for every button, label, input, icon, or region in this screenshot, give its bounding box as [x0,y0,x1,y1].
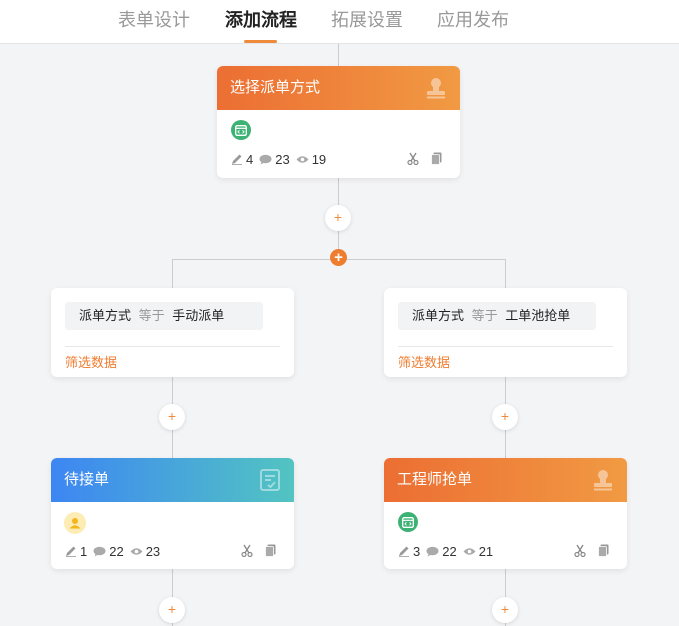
node-tools [574,544,609,557]
filter-data-link[interactable]: 筛选数据 [398,355,451,370]
eye-icon [130,547,143,556]
code-badge-icon [231,120,251,140]
add-node-button[interactable]: + [159,404,185,430]
view-count: 23 [145,543,161,559]
view-count: 19 [311,151,327,167]
scissors-icon[interactable] [407,152,419,165]
condition-expression: 派单方式 等于 工单池抢单 [398,302,596,330]
node-title: 选择派单方式 [230,79,321,96]
node-header: 待接单 [51,458,294,502]
tab-extend-settings[interactable]: 拓展设置 [331,10,403,30]
condition-field: 派单方式 [79,308,132,323]
eye-icon [296,155,309,164]
pencil-icon [65,545,77,557]
add-node-button[interactable]: + [325,205,351,231]
condition-field: 派单方式 [412,308,465,323]
add-node-button[interactable]: + [492,597,518,623]
connector-line [505,259,506,288]
node-stats: 1 22 23 [65,542,166,560]
form-check-icon [260,469,280,491]
node-title: 待接单 [64,471,110,488]
edit-count: 4 [246,151,254,167]
edit-count: 3 [413,543,421,559]
node-title: 工程师抢单 [397,471,473,488]
tab-app-publish[interactable]: 应用发布 [437,10,509,30]
condition-operator: 等于 [138,308,165,323]
add-node-button[interactable]: + [159,597,185,623]
stamp-icon [427,78,445,99]
condition-value: 手动派单 [172,308,225,323]
comment-count: 22 [109,543,124,559]
comment-icon [259,154,272,165]
condition-expression: 派单方式 等于 手动派单 [65,302,263,330]
edit-count: 1 [80,543,88,559]
tab-form-design[interactable]: 表单设计 [118,10,190,30]
copy-icon[interactable] [265,544,276,557]
connector-line [172,259,173,288]
add-branch-button[interactable]: + [330,249,347,266]
node-select-dispatch[interactable]: 选择派单方式 4 23 19 [217,66,460,178]
eye-icon [463,547,476,556]
node-pending[interactable]: 待接单 1 22 23 [51,458,294,569]
comment-count: 22 [442,543,457,559]
node-tools [241,544,276,557]
filter-data-link[interactable]: 筛选数据 [65,355,118,370]
node-stats: 3 22 21 [398,542,499,560]
top-tab-bar: 表单设计 添加流程 拓展设置 应用发布 [0,0,679,44]
pencil-icon [398,545,410,557]
scissors-icon[interactable] [241,544,253,557]
condition-value: 工单池抢单 [505,308,571,323]
code-badge-icon [398,512,418,532]
copy-icon[interactable] [598,544,609,557]
node-tools [407,152,442,165]
add-node-button[interactable]: + [492,404,518,430]
comment-icon [426,546,439,557]
condition-branch-pool[interactable]: 派单方式 等于 工单池抢单 筛选数据 [384,288,627,377]
view-count: 21 [478,543,494,559]
scissors-icon[interactable] [574,544,586,557]
condition-operator: 等于 [471,308,498,323]
node-header: 工程师抢单 [384,458,627,502]
condition-branch-manual[interactable]: 派单方式 等于 手动派单 筛选数据 [51,288,294,377]
user-badge-icon [64,512,86,534]
copy-icon[interactable] [431,152,442,165]
comment-icon [93,546,106,557]
comment-count: 23 [275,151,290,167]
divider [398,346,613,347]
node-stats: 4 23 19 [231,150,332,168]
node-header: 选择派单方式 [217,66,460,110]
active-tab-indicator [244,40,277,43]
tab-add-process[interactable]: 添加流程 [225,10,297,30]
pencil-icon [231,153,243,165]
node-engineer-grab[interactable]: 工程师抢单 3 22 21 [384,458,627,569]
connector-line [338,44,339,66]
stamp-icon [594,470,612,491]
divider [65,346,280,347]
